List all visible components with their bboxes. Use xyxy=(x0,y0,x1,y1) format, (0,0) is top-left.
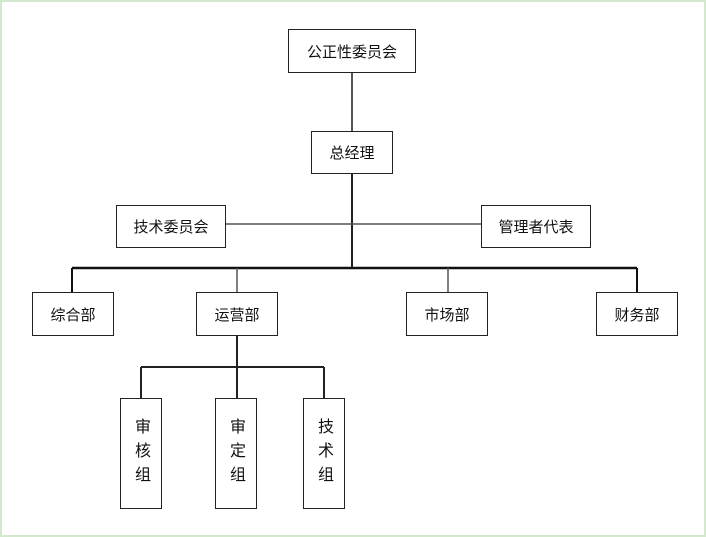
finance-dept-node: 财务部 xyxy=(596,292,678,336)
review-group-node: 审核组 xyxy=(120,398,162,509)
tech-committee-node: 技术委员会 xyxy=(116,205,226,248)
market-dept-node: 市场部 xyxy=(406,292,488,336)
mgmt-rep-node: 管理者代表 xyxy=(481,205,591,248)
approval-group-node: 审定组 xyxy=(215,398,257,509)
gm-node: 总经理 xyxy=(311,131,393,174)
committee-node: 公正性委员会 xyxy=(288,29,416,73)
general-dept-node: 综合部 xyxy=(32,292,114,336)
operations-dept-node: 运营部 xyxy=(196,292,278,336)
tech-group-node: 技术组 xyxy=(303,398,345,509)
